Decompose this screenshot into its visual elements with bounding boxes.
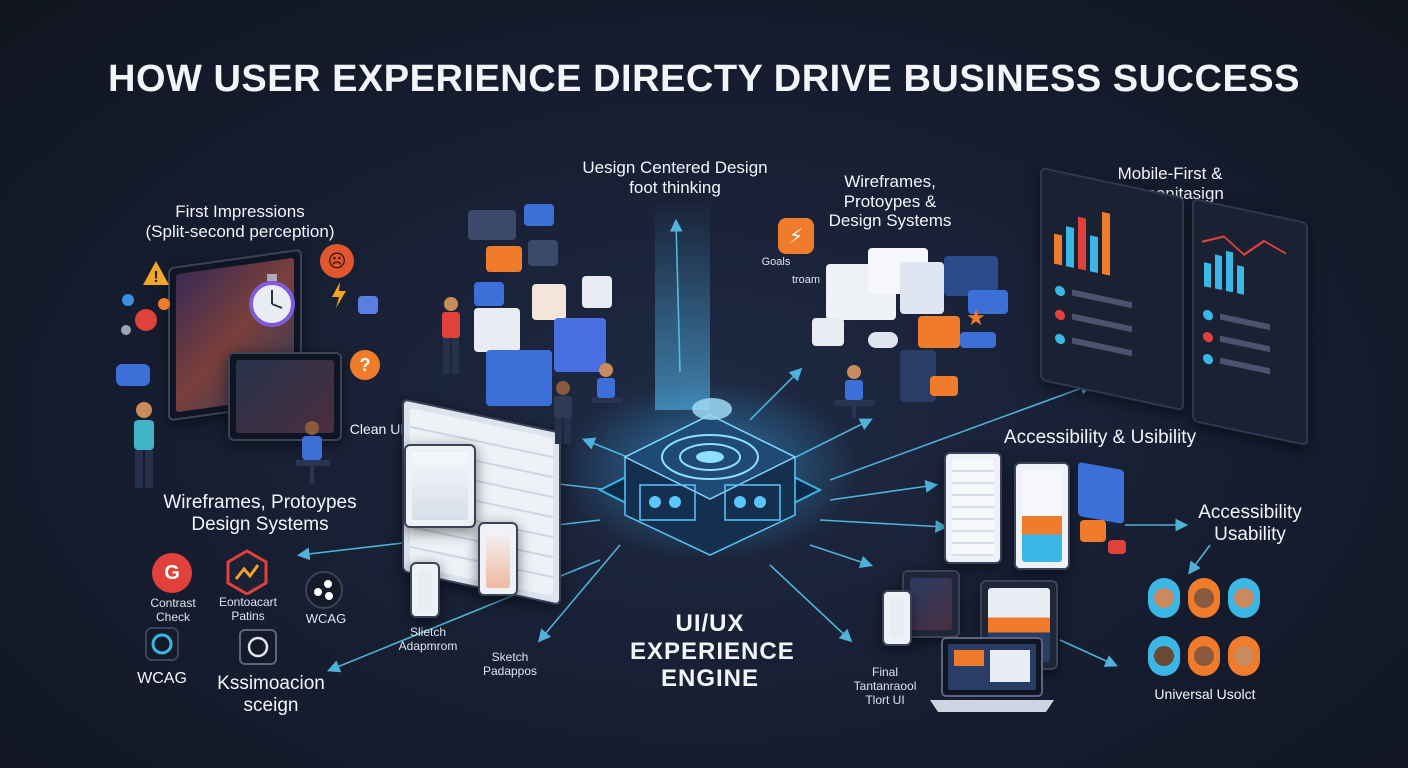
laptop-mockup xyxy=(930,637,1054,712)
floating-card-orange xyxy=(1080,520,1106,542)
accessibility-right-label: Accessibility Usability xyxy=(1198,502,1302,545)
first-impressions-label: First Impressions (Split-second percepti… xyxy=(145,202,335,241)
accessibility-main-label: Accessibility & Usibility xyxy=(1003,427,1197,448)
profile-card-2 xyxy=(532,284,566,320)
arrow-to-final xyxy=(809,544,874,569)
dashboard-panel-right-chart xyxy=(1201,235,1287,375)
person-standing-left xyxy=(134,402,154,488)
contrast-check-label: Contrast Check xyxy=(150,596,196,624)
goals-label: Goals xyxy=(761,256,791,268)
arrow-to-avatars xyxy=(1188,544,1211,575)
avatar-3 xyxy=(1228,578,1260,618)
sketch-adap-label: Slietch Adapmrom xyxy=(398,625,458,653)
profile-card-1 xyxy=(474,308,520,352)
phone-right-1 xyxy=(944,452,1002,564)
wcag-label-2: WCAG xyxy=(137,670,187,687)
final-ui-label: Final Tantanraool Tlort UI xyxy=(853,665,917,707)
dashboard-panel-right xyxy=(1192,197,1308,447)
universal-label: Universal Usolct xyxy=(1154,686,1256,702)
avatar-1 xyxy=(1148,578,1180,618)
sketch-pad-label: Sketch Padappos xyxy=(482,650,538,678)
ui-card-4 xyxy=(528,240,558,266)
person-tablet xyxy=(554,381,572,444)
tablet-mockup xyxy=(404,444,476,528)
person-seated-left xyxy=(296,421,330,484)
engine-dome xyxy=(692,398,732,420)
reaction-cluster-icon xyxy=(121,294,170,335)
person-seated-right xyxy=(834,365,874,418)
phone-mockup-a xyxy=(478,522,518,596)
arrow-to-users xyxy=(1059,639,1118,667)
arrow-to-mobile-first xyxy=(829,382,1094,481)
ui-card-3 xyxy=(486,246,522,272)
contrast-patterns-icon xyxy=(226,549,268,595)
phone-right-2 xyxy=(1014,462,1070,570)
avatar-6 xyxy=(1228,636,1260,676)
dashboard-panel-left xyxy=(1040,166,1184,412)
button-card xyxy=(960,332,996,348)
ui-card-5 xyxy=(474,282,504,306)
troam-label: troam xyxy=(791,274,821,286)
light-beam xyxy=(655,200,710,410)
page-title: HOW USER EXPERIENCE DIRECTY DRIVE BUSINE… xyxy=(108,58,1300,100)
user-centered-label: Uesign Centered Design foot thinking xyxy=(582,158,768,197)
star-icon: ★ xyxy=(966,305,986,330)
wcag-label-1: WCAG xyxy=(305,611,347,626)
monitor-small xyxy=(228,352,342,441)
cylinder-card xyxy=(868,332,898,348)
cube-icon xyxy=(358,296,378,314)
ui-card-2 xyxy=(524,204,554,226)
engine-label: UI/UX EXPERIENCE ENGINE xyxy=(630,610,795,693)
lightning-badge-icon: ⚡ xyxy=(778,218,814,254)
simulation-icon xyxy=(239,629,277,665)
arrow-to-laptop xyxy=(769,564,853,643)
wireframes-top-label: Wireframes, Protoypes & Design Systems xyxy=(828,172,952,231)
contrast-check-icon: G xyxy=(152,553,192,593)
svg-text:!: ! xyxy=(153,269,158,286)
dashboard-panel-left-chart xyxy=(1054,211,1132,357)
folder-icon xyxy=(116,364,150,386)
dashboard-card-2 xyxy=(554,318,606,372)
avatar-5 xyxy=(1188,636,1220,676)
wireframe-sheet-4 xyxy=(944,256,998,296)
warning-icon: ! xyxy=(143,261,169,286)
wcag-square-icon xyxy=(145,627,179,661)
person-seated-center xyxy=(592,363,622,403)
avatar-4 xyxy=(1148,636,1180,676)
angry-face-icon: ☹ xyxy=(320,244,354,278)
orange-card-small xyxy=(930,376,958,396)
clean-ui-label: Clean UI xyxy=(349,421,405,437)
contrast-patterns-label: Eontoacart Patins xyxy=(218,595,278,623)
final-phone xyxy=(882,590,912,646)
avatar-2 xyxy=(1188,578,1220,618)
grid-card xyxy=(812,318,844,346)
question-icon: ? xyxy=(350,350,380,380)
lightning-icon xyxy=(332,282,346,308)
floating-card-red xyxy=(1108,540,1126,554)
wireframe-sheet-5 xyxy=(968,290,1008,314)
phone-mockup-b xyxy=(410,562,440,618)
final-tablet xyxy=(902,570,960,638)
floating-card-blue xyxy=(1078,461,1124,525)
wireframe-sheet-3 xyxy=(900,262,944,314)
arrow-to-phones xyxy=(819,519,949,533)
kssimoacion-label: Kssimoacion sceign xyxy=(217,673,325,716)
profile-card-3 xyxy=(582,276,612,308)
ui-card-1 xyxy=(468,210,516,240)
dashboard-card-1 xyxy=(486,350,552,406)
person-standing-center xyxy=(442,297,460,374)
engine-cube xyxy=(597,414,823,556)
wcag-circle-icon xyxy=(305,571,343,609)
chat-bubble-card xyxy=(918,316,960,348)
wireframes-left-label: Wireframes, Protoypes Design Systems xyxy=(163,492,357,535)
arrow-to-sketch-pad xyxy=(537,544,621,643)
stopwatch-icon xyxy=(249,274,295,327)
